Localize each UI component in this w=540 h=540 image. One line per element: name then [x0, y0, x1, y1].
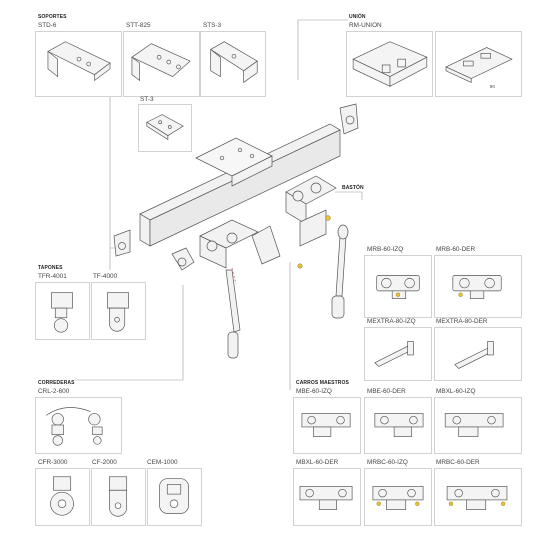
draw-rod-icon — [225, 269, 241, 333]
product-box-st3[interactable] — [138, 104, 192, 152]
runner-glider-icon — [159, 478, 189, 514]
code-mextra80izq: MEXTRA-80-IZQ — [367, 318, 416, 325]
code-mrbc60izq: MRBC-60-IZQ — [367, 459, 408, 466]
code-cf2000: CF-2000 — [92, 459, 117, 466]
code-crl2600: CRL-2-600 — [38, 388, 70, 395]
group-title-soportes: SOPORTES — [38, 14, 67, 20]
product-box-cfr3000[interactable] — [35, 468, 90, 526]
wall-bracket-icon — [47, 41, 111, 82]
runner-glider-icon — [50, 476, 74, 516]
product-box-rmunion[interactable] — [346, 31, 433, 97]
product-box-mextra80der[interactable] — [434, 327, 522, 381]
product-box-cem1000[interactable] — [147, 468, 202, 526]
rail-union-icon — [352, 41, 428, 87]
product-box-stt825[interactable] — [123, 31, 200, 97]
plate-icon — [146, 114, 184, 141]
master-carriage-icon — [446, 486, 508, 510]
group-title-tapones: TAPONES — [38, 265, 63, 271]
master-carriage-icon — [372, 486, 424, 510]
product-box-mrb60der[interactable] — [434, 255, 522, 318]
product-box-mbxl60der[interactable] — [293, 468, 361, 526]
code-mrb60der: MRB-60-DER — [436, 246, 476, 253]
code-stt825: STT-825 — [126, 22, 151, 29]
product-box-mextra80izq[interactable] — [364, 327, 432, 381]
product-box-tf4000[interactable] — [91, 282, 146, 340]
product-box-tfr4001[interactable] — [35, 282, 90, 340]
leader-correderas — [75, 285, 184, 381]
code-tf4000: TF-4000 — [93, 273, 118, 280]
product-box-mrbc60izq[interactable] — [364, 468, 432, 526]
dimension-label: 90 — [490, 84, 496, 90]
product-box-crl2600[interactable] — [35, 397, 122, 454]
wall-bracket-icon — [210, 41, 258, 84]
runner-carriage-icon — [452, 275, 502, 299]
code-rmunion: RM-UNION — [349, 22, 382, 29]
code-sts3: STS-3 — [203, 22, 222, 29]
product-box-std6[interactable] — [35, 31, 122, 97]
runner-carriage-icon — [45, 407, 103, 446]
code-cfr3000: CFR-3000 — [38, 459, 68, 466]
product-box-mrb60izq[interactable] — [364, 255, 432, 318]
code-mextra80der: MEXTRA-80-DER — [436, 318, 488, 325]
code-st3: ST-3 — [140, 96, 154, 103]
product-box-mbe60der[interactable] — [364, 397, 432, 454]
master-carriage-icon — [374, 413, 424, 437]
end-cap-icon — [51, 292, 73, 333]
group-title-baston: BASTÓN — [342, 185, 364, 191]
code-std6: STD-6 — [38, 22, 57, 29]
product-box-sts3[interactable] — [200, 31, 266, 97]
code-mrb60izq: MRB-60-IZQ — [367, 246, 404, 253]
code-mbe60der: MBE-60-DER — [367, 388, 406, 395]
product-box-rmunion-detail[interactable]: 90 — [435, 31, 522, 97]
code-tfr4001: TFR-4001 — [38, 273, 67, 280]
code-cem1000: CEM-1000 — [147, 459, 178, 466]
group-title-carros: CARROS MAESTROS — [296, 380, 349, 386]
code-mbe60izq: MBE-60-IZQ — [296, 388, 332, 395]
extension-arm-icon — [454, 341, 494, 369]
runner-carriage-icon — [376, 275, 420, 299]
master-carriage-icon — [299, 486, 353, 510]
runner-glider-icon — [109, 476, 128, 517]
wall-bracket-icon — [131, 43, 191, 82]
group-title-correderas: CORREDERAS — [38, 380, 75, 386]
product-box-mbe60izq[interactable] — [293, 397, 361, 454]
product-box-cf2000[interactable] — [91, 468, 146, 526]
code-mbxl60der: MBXL-60-DER — [296, 459, 339, 466]
leader-baston — [335, 191, 363, 200]
leader-union — [297, 19, 348, 80]
rail-union-detail-icon: 90 — [445, 47, 513, 90]
extension-arm-icon — [374, 341, 414, 367]
code-mrbc60der: MRBC-60-DER — [436, 459, 480, 466]
product-box-mrbc60der[interactable] — [434, 468, 522, 526]
draw-rod-icon — [335, 235, 347, 297]
code-mbxl60izq: MBXL-60-IZQ — [436, 388, 476, 395]
product-box-mbxl60izq[interactable] — [434, 397, 522, 454]
master-carriage-icon — [301, 413, 351, 437]
end-cap-icon — [107, 292, 129, 332]
master-carriage-icon — [444, 413, 504, 437]
group-title-union: UNIÓN — [349, 14, 366, 20]
